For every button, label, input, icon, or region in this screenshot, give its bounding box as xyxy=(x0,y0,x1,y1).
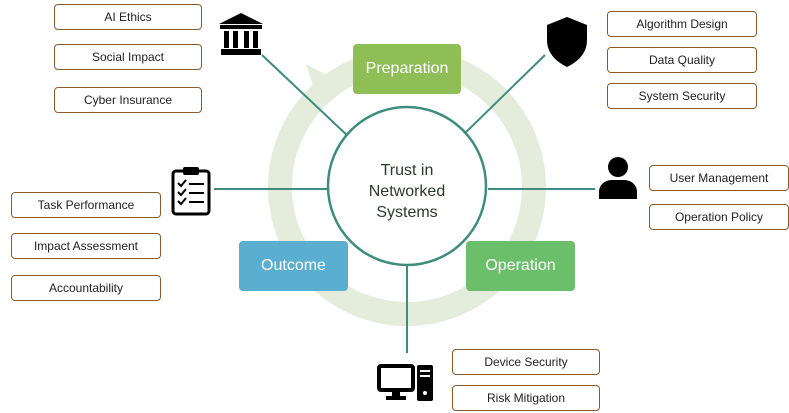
phase-preparation: Preparation xyxy=(353,44,461,94)
box-ai-ethics: AI Ethics xyxy=(54,4,202,30)
connector-governance xyxy=(261,54,351,139)
box-accountability: Accountability xyxy=(11,275,161,301)
box-task-performance: Task Performance xyxy=(11,192,161,218)
box-data-quality: Data Quality xyxy=(607,47,757,73)
shield-icon xyxy=(547,17,587,67)
box-device-security: Device Security xyxy=(452,349,600,375)
box-operation-policy: Operation Policy xyxy=(649,204,789,230)
institution-icon xyxy=(219,13,263,55)
box-risk-mitigation: Risk Mitigation xyxy=(452,385,600,411)
computer-icon xyxy=(377,364,433,401)
box-system-security: System Security xyxy=(607,83,757,109)
user-icon xyxy=(599,157,637,199)
box-algorithm-design: Algorithm Design xyxy=(607,11,757,37)
clipboard-checklist-icon xyxy=(171,167,211,216)
phase-operation: Operation xyxy=(466,241,575,291)
center-circle xyxy=(326,105,488,267)
box-social-impact: Social Impact xyxy=(54,44,202,70)
connector-security xyxy=(459,54,546,139)
box-impact-assessment: Impact Assessment xyxy=(11,233,161,259)
center-label-line1: Trust in xyxy=(380,162,434,179)
phase-outcome: Outcome xyxy=(239,241,348,291)
box-user-management: User Management xyxy=(649,165,789,191)
box-cyber-insurance: Cyber Insurance xyxy=(54,87,202,113)
center-label-line3: Systems xyxy=(376,204,438,221)
center-label: Trust in Networked Systems xyxy=(342,160,472,223)
cycle-arrow-head xyxy=(306,64,336,102)
center-label-line2: Networked xyxy=(368,183,446,200)
